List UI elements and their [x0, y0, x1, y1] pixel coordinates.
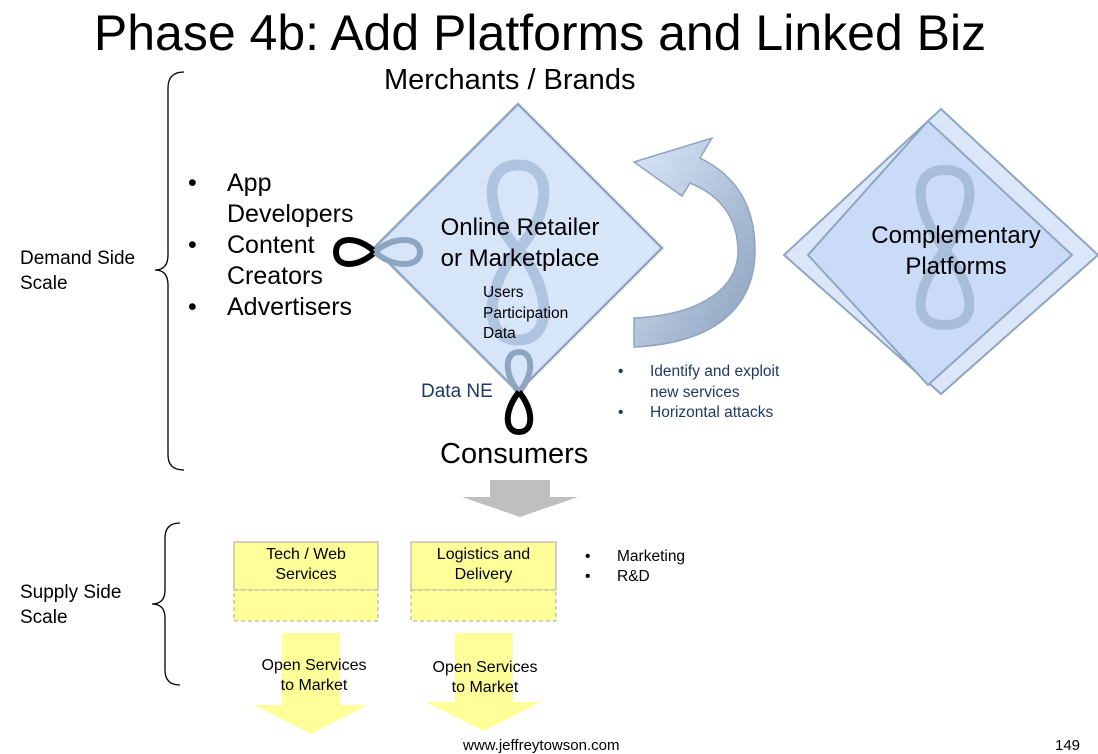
center-platform-line2: or Marketplace: [440, 245, 600, 272]
bullet-marker: •: [618, 363, 624, 380]
supply-side-line2: Scale: [20, 607, 68, 628]
supply-side-line1: Supply Side: [20, 582, 122, 603]
footer-url: www.jeffreytowson.com: [463, 737, 620, 754]
bottom-infinity-inner-icon: [504, 348, 534, 394]
center-platform-line1: Online Retailer: [440, 214, 600, 241]
open-services-line1: Open Services: [261, 657, 367, 674]
supply-box-logistics-label: Logistics and Delivery: [411, 545, 556, 585]
merchants-label: Merchants / Brands: [384, 64, 636, 96]
data-ne-label: Data NE: [421, 381, 493, 402]
bullet-marker: •: [585, 568, 591, 585]
bullet-identify-exploit: Identify and exploit new services: [650, 362, 779, 403]
bullet-marker: •: [188, 293, 197, 321]
bullet-text: Identify and exploit: [650, 363, 780, 380]
supply-box-tech-label: Tech / Web Services: [234, 545, 378, 585]
bullet-rd: R&D: [617, 568, 650, 585]
curved-arrow-icon: [632, 136, 756, 348]
demand-brace: [154, 71, 185, 471]
bullet-horizontal-attacks: Horizontal attacks: [650, 403, 773, 424]
box-line2: Services: [275, 566, 337, 583]
center-data-label: Users Participation Data: [483, 283, 568, 345]
box-line1: Tech / Web: [266, 546, 346, 563]
complementary-line2: Platforms: [905, 253, 1007, 280]
center-data-line3: Data: [483, 325, 516, 342]
open-services-label-2: Open Services to Market: [415, 658, 555, 698]
bullet-marker: •: [188, 231, 197, 259]
supply-box-logistics-dashed: [410, 589, 557, 622]
bullet-marker: •: [585, 548, 591, 565]
demand-side-label: Demand Side Scale: [20, 246, 135, 296]
box-line2: Delivery: [454, 566, 513, 583]
supply-side-label: Supply Side Scale: [20, 580, 121, 630]
open-services-label-1: Open Services to Market: [244, 656, 384, 696]
complementary-label: Complementary Platforms: [856, 220, 1056, 282]
open-services-arrow-2: [426, 633, 541, 731]
open-services-line2: to Market: [451, 679, 519, 696]
bullet-text: Advertisers: [227, 293, 353, 321]
bullet-advertisers: Advertisers: [227, 292, 352, 323]
consumers-label: Consumers: [440, 438, 589, 470]
supply-box-tech: [233, 541, 379, 591]
demand-side-line2: Scale: [20, 273, 68, 294]
supply-box-tech-dashed: [233, 589, 379, 622]
center-data-line2: Participation: [483, 304, 569, 322]
page-number: 149: [1055, 737, 1081, 754]
bullet-marker: •: [618, 404, 624, 421]
bullet-text: App: [227, 169, 272, 197]
down-arrow-icon: [462, 480, 578, 517]
bullet-text: Horizontal attacks: [650, 404, 774, 421]
slide-title: Phase 4b: Add Platforms and Linked Biz: [93, 5, 987, 61]
bullet-text: Content: [227, 231, 315, 259]
left-infinity-icon: [332, 237, 378, 267]
bullet-content-creators: Content Creators: [227, 230, 323, 292]
bullet-app-developers: App Developers: [227, 168, 353, 230]
complementary-infinity-icon: [915, 164, 975, 331]
bullet-text: Developers: [227, 200, 354, 228]
center-data-line1: Users: [483, 284, 524, 301]
demand-side-line1: Demand Side: [20, 248, 136, 269]
center-platform-label: Online Retailer or Marketplace: [420, 212, 620, 274]
open-services-line2: to Market: [280, 677, 348, 694]
bullet-text: Creators: [227, 262, 323, 290]
center-infinity-icon: [486, 159, 550, 346]
open-services-arrow-1: [254, 633, 368, 734]
supply-brace: [151, 522, 181, 686]
complementary-line1: Complementary: [871, 222, 1041, 249]
bullet-marker: •: [188, 169, 197, 197]
open-services-line1: Open Services: [432, 659, 538, 676]
box-line1: Logistics and: [436, 546, 531, 563]
bullet-marketing: Marketing: [617, 548, 686, 565]
supply-box-logistics: [410, 541, 557, 591]
bottom-infinity-icon: [504, 390, 534, 436]
left-infinity-inner-icon: [372, 237, 424, 267]
bullet-text: new services: [650, 383, 740, 401]
